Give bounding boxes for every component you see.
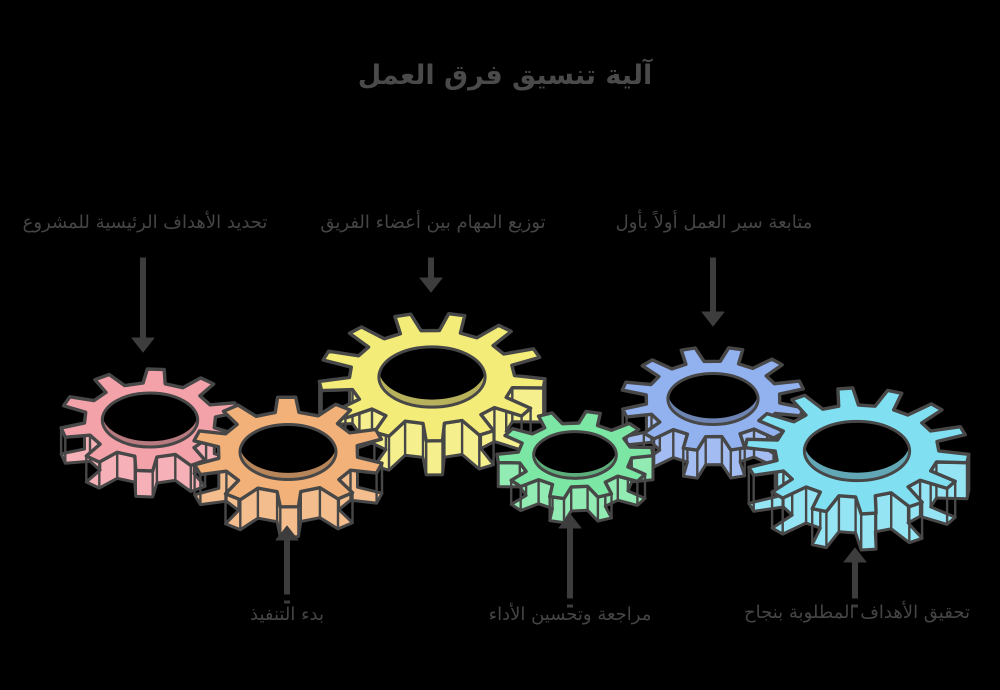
gear-hole-outline: [377, 345, 487, 409]
arrow-to-pink-gear: [131, 257, 155, 353]
gear-hole: [240, 424, 336, 473]
arrow-to-orange-gear: [275, 525, 299, 595]
diagram-title: آلية تنسيق فرق العمل: [357, 60, 653, 91]
gear-hole: [804, 421, 910, 473]
label-cyan-gear: تحقيق الأهداف المطلوبة بنجاح: [744, 602, 970, 623]
arrow-to-blue-gear: [701, 257, 725, 327]
arrow-to-cyan-gear: [843, 547, 867, 599]
gear-orange: [192, 395, 384, 539]
gear-hole-outline: [238, 423, 338, 481]
gear-hole: [102, 392, 198, 442]
gear-hole-outline: [532, 430, 618, 480]
gear-hole-outline: [802, 419, 912, 483]
gear-yellow: [317, 312, 547, 477]
label-green-gear: مراجعة وتحسين الأداء: [488, 604, 652, 625]
gear-pink: [59, 367, 241, 499]
label-pink-gear: تحديد الأهداف الرئيسية للمشروع: [22, 212, 268, 233]
gear-cyan: [743, 386, 971, 552]
gear-hole-outline: [100, 391, 200, 449]
arrow-to-green-gear: [558, 513, 582, 599]
gear-green: [495, 409, 655, 525]
arrow-to-yellow-gear: [419, 257, 443, 293]
label-yellow-gear: توزيع المهام بين أعضاء الفريق: [320, 212, 546, 233]
gear-hole: [533, 431, 617, 474]
gear-hole: [667, 373, 759, 419]
gear-hole-outline: [666, 372, 760, 426]
gear-hole: [378, 346, 486, 400]
label-blue-gear: متابعة سير العمل أولاً بأول: [615, 212, 813, 233]
label-orange-gear: بدء التنفيذ: [250, 604, 324, 625]
